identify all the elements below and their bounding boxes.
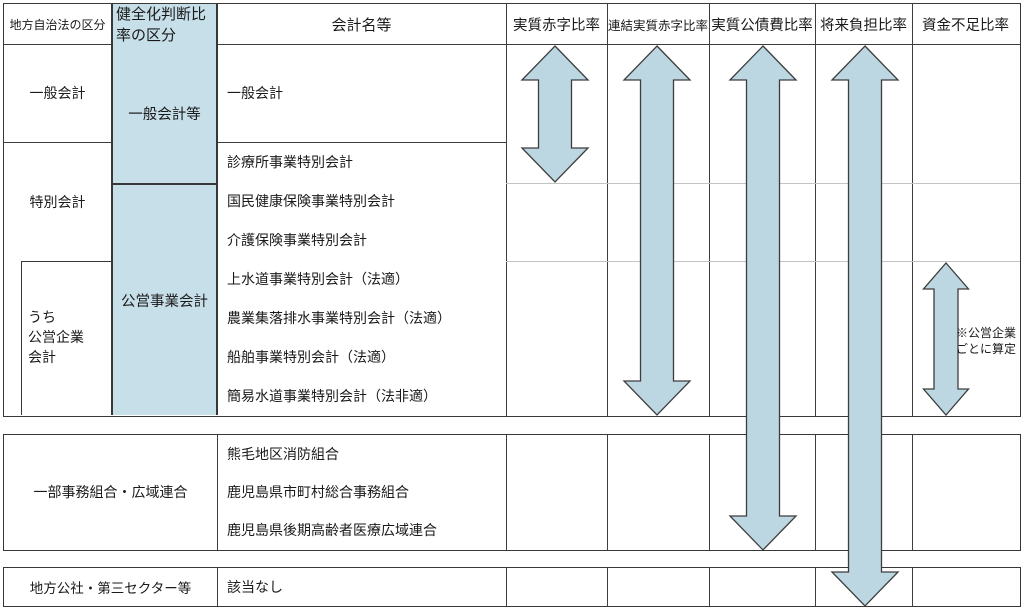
divider-ratio4	[912, 568, 914, 606]
header-ratio-class-label: 健全化判断比率の区分	[116, 7, 207, 44]
association-member-2: 鹿児島県後期高齢者医療広域連合	[227, 524, 437, 539]
special-account-6: 簡易水道事業特別会計（法非適）	[227, 389, 437, 405]
association-members-list: 熊毛地区消防組合 鹿児島県市町村総合事務組合 鹿児島県後期高齢者医療広域連合	[217, 435, 506, 549]
header-future-burden-ratio: 将来負担比率	[815, 4, 912, 44]
special-account-5: 船舶事業特別会計（法適）	[227, 350, 395, 366]
cell-special-account-law: 特別会計	[4, 142, 111, 261]
header-ratio-class: 健全化判断比率の区分	[113, 4, 216, 44]
special-account-label: 特別会計	[29, 195, 86, 211]
special-account-2: 介護保険事業特別会計	[227, 233, 367, 249]
third-sector-block: 地方公社・第三セクター等 該当なし	[3, 567, 1021, 607]
divider-ratio3	[815, 4, 817, 416]
row-line-ratio-262	[506, 261, 1020, 262]
divider-ratio2	[709, 568, 711, 606]
cell-general-account-name: 一般会計	[217, 44, 506, 142]
debt-service-ratio-label: 実質公債費比率	[711, 17, 813, 34]
divider-ratio4	[912, 4, 914, 416]
list-item: 診療所事業特別会計	[217, 152, 506, 172]
divider-ratio4	[912, 435, 914, 550]
header-account-names-label: 会計名等	[331, 17, 392, 34]
header-bottom-line	[4, 44, 1020, 46]
header-consolidated-deficit-ratio: 連結実質赤字比率	[607, 4, 709, 44]
third-sector-value: 該当なし	[227, 580, 283, 596]
general-account-label: 一般会計	[29, 87, 86, 102]
special-accounts-list: 診療所事業特別会計 国民健康保険事業特別会計 介護保険事業特別会計 上水道事業特…	[217, 142, 506, 415]
header-fund-shortage-ratio: 資金不足比率	[912, 4, 1019, 44]
ratio-class-divider	[113, 183, 216, 185]
list-item: 国民健康保険事業特別会計	[217, 191, 506, 211]
cell-general-account-law: 一般会計	[4, 44, 111, 142]
row-line-ratio-184	[506, 183, 1020, 184]
divider-ratio3	[815, 435, 817, 550]
divider-label	[217, 435, 219, 550]
list-item: 簡易水道事業特別会計（法非適）	[217, 386, 506, 406]
header-real-deficit-ratio: 実質赤字比率	[506, 4, 607, 44]
main-table-block: 地方自治法の区分 一般会計 特別会計 うち 公営企業 会計 健全化判断比率の区分…	[3, 3, 1021, 417]
cell-third-sector-label: 地方公社・第三セクター等	[4, 568, 217, 605]
future-burden-ratio-label: 将来負担比率	[820, 17, 907, 34]
general-account-name: 一般会計	[227, 87, 283, 102]
divider-ratio1	[607, 568, 609, 606]
special-account-3: 上水道事業特別会計（法適）	[227, 272, 409, 288]
third-sector-label: 地方公社・第三セクター等	[29, 580, 192, 596]
fund-shortage-ratio-label: 資金不足比率	[922, 17, 1009, 34]
association-member-1: 鹿児島県市町村総合事務組合	[227, 486, 409, 501]
list-item: 上水道事業特別会計（法適）	[217, 269, 506, 289]
divider-ratio1	[607, 435, 609, 550]
divider-account-col	[506, 435, 508, 550]
divider-account-col	[506, 4, 508, 416]
cell-public-enterprise-subbox: うち 公営企業 会計	[21, 261, 111, 415]
cell-third-sector-value: 該当なし	[217, 568, 506, 605]
list-item: 熊毛地区消防組合	[217, 444, 506, 464]
cell-association-label: 一部事務組合・広域連合	[4, 435, 217, 549]
list-item: 船舶事業特別会計（法適）	[217, 347, 506, 367]
public-enterprise-accounts-label: 公営事業会計	[121, 293, 208, 310]
divider-ratio3	[815, 568, 817, 606]
divider-ratio2	[709, 4, 711, 416]
divider-ratio2	[709, 435, 711, 550]
real-deficit-ratio-label: 実質赤字比率	[513, 17, 600, 34]
list-item: 鹿児島県後期高齢者医療広域連合	[217, 520, 506, 540]
general-accounts-etc-label: 一般会計等	[128, 107, 201, 123]
header-law-category: 地方自治法の区分	[4, 4, 111, 44]
divider-ratio1	[607, 4, 609, 416]
association-label: 一部事務組合・広域連合	[33, 486, 188, 501]
cell-public-enterprise-accounts: 公営事業会計	[113, 185, 216, 415]
special-account-1: 国民健康保険事業特別会計	[227, 194, 395, 210]
header-debt-service-ratio: 実質公債費比率	[709, 4, 815, 44]
association-member-0: 熊毛地区消防組合	[227, 448, 339, 463]
special-account-0: 診療所事業特別会計	[227, 155, 353, 171]
divider-label	[217, 568, 219, 606]
special-account-4: 農業集落排水事業特別会計（法適）	[227, 311, 451, 327]
cell-general-accounts-etc: 一般会計等	[113, 44, 216, 183]
divider-account-col	[506, 568, 508, 606]
public-enterprise-sub-label: うち 公営企業 会計	[28, 310, 84, 366]
association-block: 一部事務組合・広域連合 熊毛地区消防組合 鹿児島県市町村総合事務組合 鹿児島県後…	[3, 434, 1021, 551]
header-law-category-label: 地方自治法の区分	[9, 17, 106, 32]
ratio-class-column: 健全化判断比率の区分 一般会計等 公営事業会計	[111, 4, 218, 415]
list-item: 農業集落排水事業特別会計（法適）	[217, 308, 506, 328]
header-account-names: 会計名等	[217, 4, 506, 44]
fund-shortage-note: ※公営企業 ごとに算定	[956, 326, 1017, 356]
consolidated-deficit-ratio-label: 連結実質赤字比率	[607, 18, 708, 33]
list-item: 鹿児島県市町村総合事務組合	[217, 482, 506, 502]
row-line-general-special	[4, 142, 506, 144]
list-item: 介護保険事業特別会計	[217, 230, 506, 250]
